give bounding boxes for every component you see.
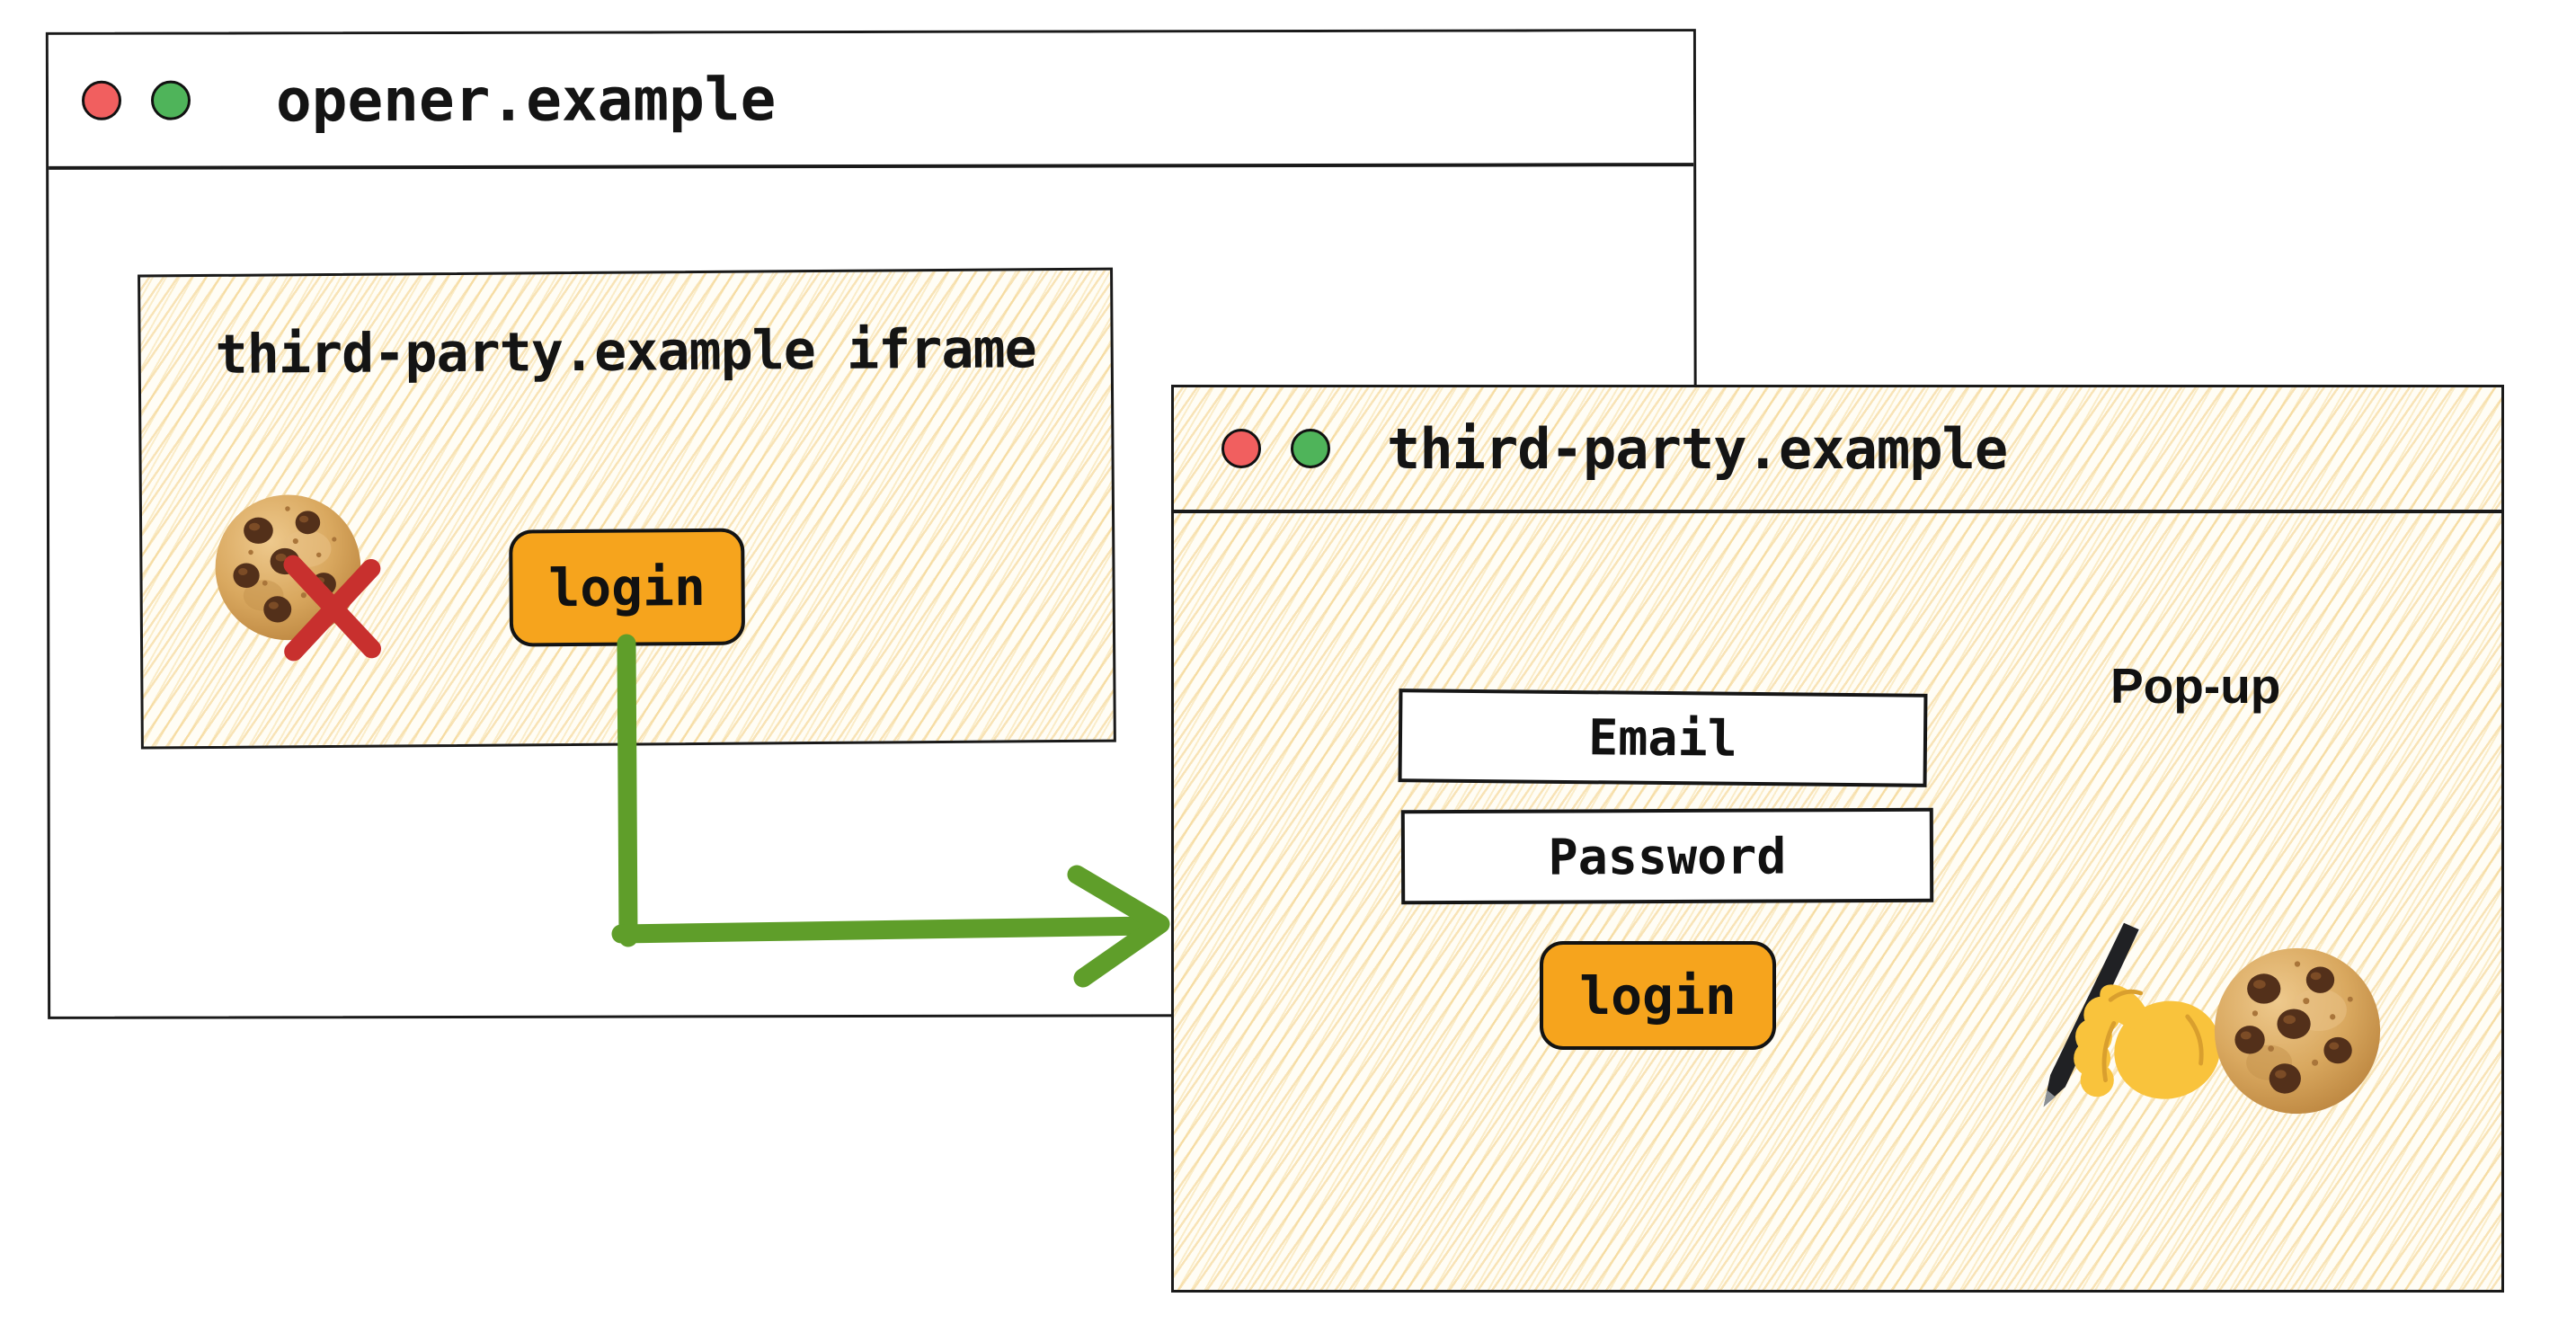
blocked-x-icon (271, 550, 393, 662)
close-button-icon[interactable] (1221, 429, 1261, 468)
iframe-title: third-party.example iframe (215, 317, 1037, 387)
opener-titlebar: opener.example (48, 31, 1694, 170)
popup-titlebar: third-party.example (1174, 387, 2501, 513)
minimize-button-icon[interactable] (150, 80, 191, 120)
password-field[interactable]: Password (1400, 807, 1934, 905)
minimize-button-icon[interactable] (1291, 429, 1330, 468)
iframe-login-button[interactable]: login (509, 528, 746, 647)
popup-window: third-party.example Pop-up Email Passwor… (1171, 385, 2504, 1293)
third-party-iframe: third-party.example iframe login (138, 267, 1116, 750)
close-button-icon[interactable] (81, 80, 122, 120)
popup-annotation: Pop-up (2110, 658, 2281, 714)
opener-window-title: opener.example (275, 64, 777, 135)
popup-window-title: third-party.example (1387, 415, 2008, 482)
writing-hand-icon (2022, 920, 2225, 1112)
cookie-icon (2214, 947, 2381, 1115)
email-field[interactable]: Email (1398, 689, 1928, 787)
popup-body: Pop-up Email Password login (1174, 513, 2501, 1292)
popup-login-button[interactable]: login (1540, 941, 1776, 1050)
